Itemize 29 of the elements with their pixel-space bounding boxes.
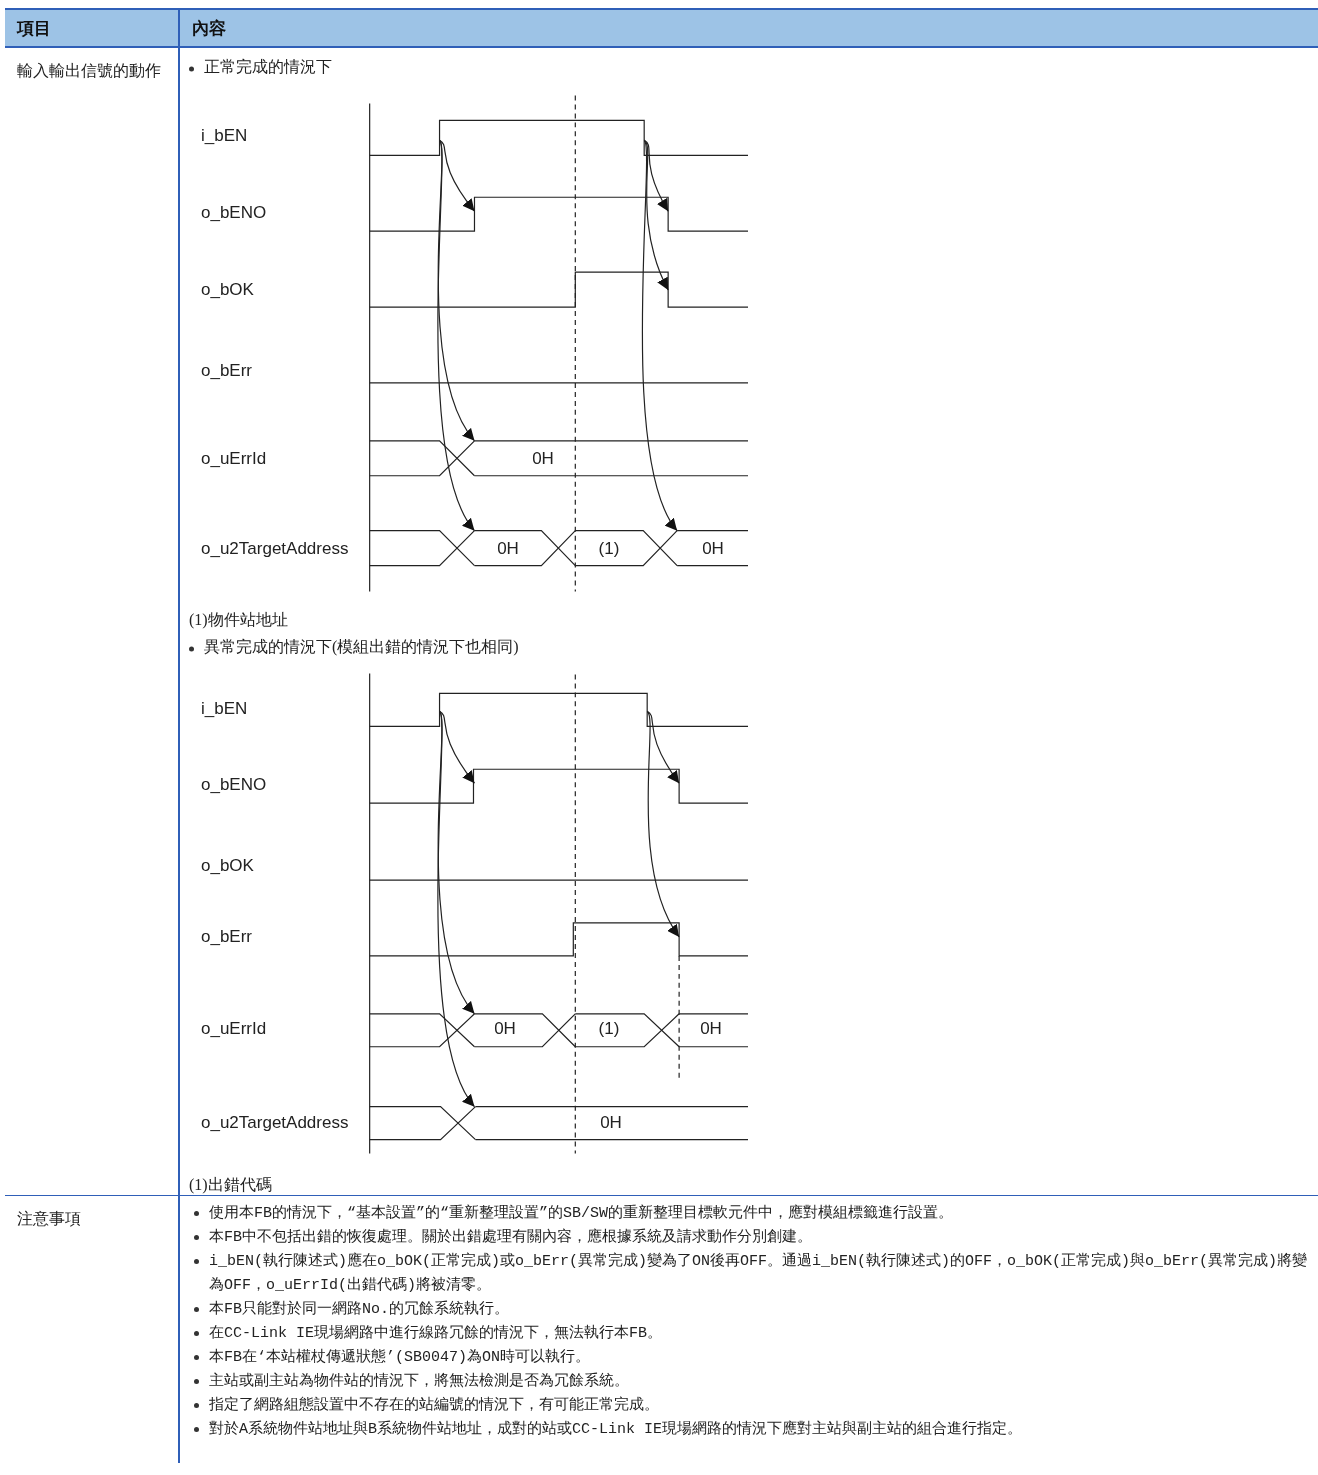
signal-name: i_bEN <box>200 698 249 720</box>
signal-name: o_uErrId <box>200 1018 268 1040</box>
note-item: 本FB只能對於同一網路No.的冗餘系統執行。 <box>209 1299 509 1320</box>
signal-name: i_bEN <box>200 125 249 147</box>
note-item: 在CC-Link IE現場網路中進行線路冗餘的情況下，無法執行本FB。 <box>209 1323 663 1344</box>
note-item: 主站或副主站為物件站的情況下，將無法檢測是否為冗餘系統。 <box>209 1371 629 1392</box>
signal-name: o_bOK <box>200 855 255 877</box>
footnote: (1)物件站地址 <box>189 610 288 630</box>
signal-name: o_bENO <box>200 774 268 796</box>
note-item: 指定了網路組態設置中不存在的站編號的情況下，有可能正常完成。 <box>209 1395 659 1416</box>
signal-name: o_u2TargetAddress <box>200 538 350 560</box>
signal-name: o_uErrId <box>200 448 268 470</box>
row-header: 注意事項 <box>17 1210 81 1227</box>
signal-name: o_bENO <box>200 202 268 224</box>
note-item: 本FB中不包括出錯的恢復處理。關於出錯處理有關內容，應根據系統及請求動作分別創建。 <box>209 1227 812 1248</box>
row-header: 輸入輸出信號的動作 <box>17 62 161 79</box>
note-item: 對於A系統物件站地址與B系統物件站地址，成對的站或CC-Link IE現場網路的情況下應對主站與副主站的組合進行指定。 <box>209 1419 1023 1440</box>
section-heading: 正常完成的情況下 <box>189 57 332 77</box>
column-header: 內容 <box>192 16 226 40</box>
section-heading: 異常完成的情況下(模組出錯的情況下也相同) <box>189 637 519 657</box>
column-header: 項目 <box>17 16 51 40</box>
signal-name: o_bOK <box>200 279 255 301</box>
signal-name: o_u2TargetAddress <box>200 1112 350 1134</box>
signal-name: o_bErr <box>200 926 254 948</box>
signal-name: o_bErr <box>200 360 254 382</box>
note-item: i_bEN(執行陳述式)應在o_bOK(正常完成)或o_bErr(異常完成)變為了ON後再OFF。通過i_bEN(執行陳述式)的OFF，o_bOK(正常完成)與o_bErr(異常完成)將變為OFF，o_uErrId(出錯代碼)將被清零。 <box>209 1251 1308 1296</box>
note-item: 使用本FB的情況下，“基本設置”的“重新整理設置”的SB/SW的重新整理目標軟元件中，應對模組標籤進行設置。 <box>209 1203 954 1224</box>
note-item: 本FB在‘本站權杖傳遞狀態’(SB0047)為ON時可以執行。 <box>209 1347 591 1368</box>
footnote: (1)出錯代碼 <box>189 1175 272 1195</box>
